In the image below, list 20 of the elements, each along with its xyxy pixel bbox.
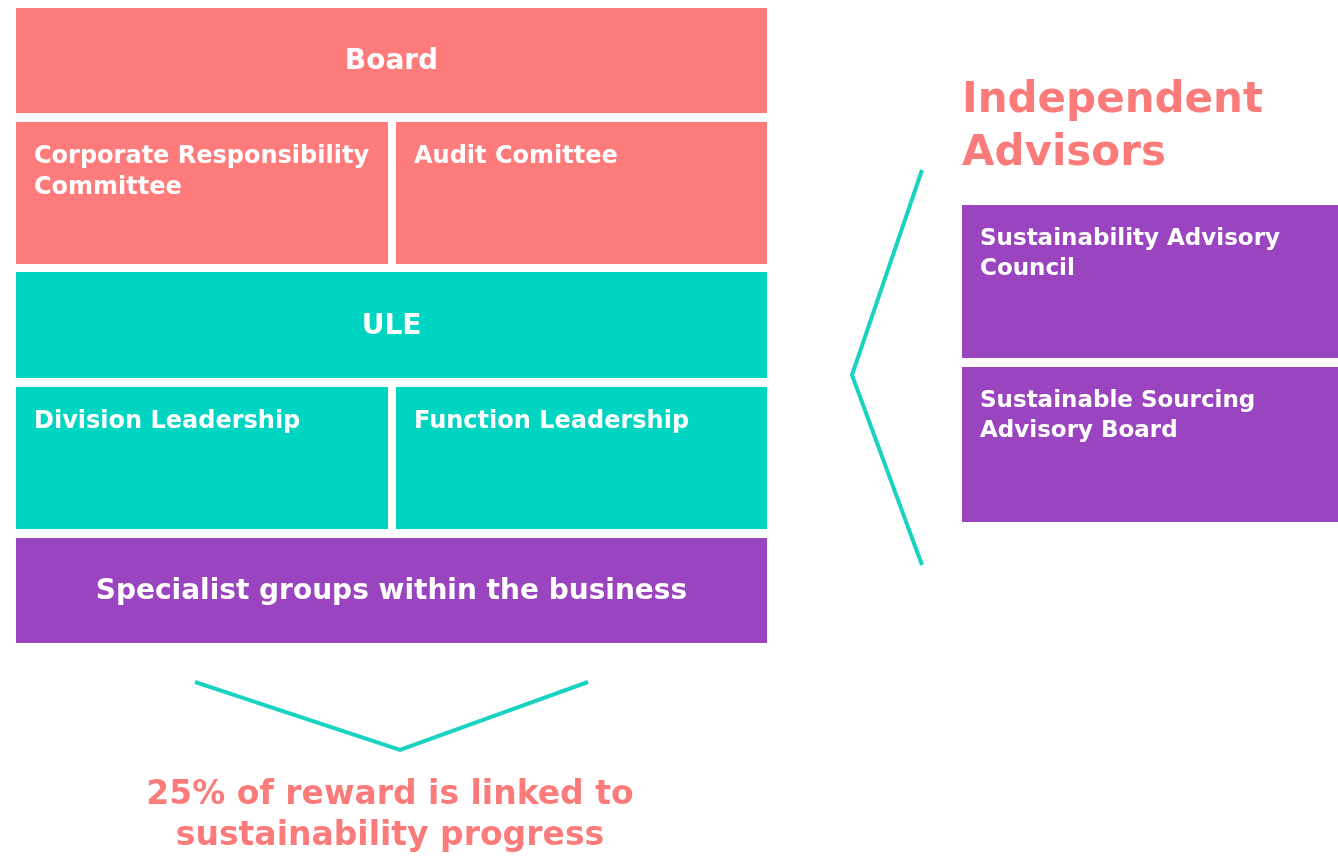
note-text: 25% of reward is linked to sustainability progress: [145, 772, 635, 855]
org-box: [16, 8, 767, 113]
org-box: [16, 122, 388, 264]
org-box: [396, 387, 767, 529]
box-label: Sustainable Sourcing Advisory Board: [980, 385, 1257, 444]
org-box: [16, 538, 767, 643]
org-box: [396, 122, 767, 264]
org-box: [962, 367, 1338, 522]
box-label: ULE: [361, 306, 422, 343]
org-box: [16, 387, 388, 529]
box-label: Function Leadership: [414, 405, 691, 436]
org-box: [16, 272, 767, 378]
box-label: Specialist groups within the business: [95, 572, 688, 609]
box-label: Audit Comittee: [414, 140, 619, 171]
box-label: Sustainability Advisory Council: [980, 223, 1281, 282]
box-label: Board: [344, 42, 439, 79]
org-box: [962, 205, 1338, 358]
box-label: Corporate Responsibility Committee: [34, 140, 370, 203]
box-label: Division Leadership: [34, 405, 302, 436]
section-heading: Independent Advisors: [962, 72, 1265, 177]
